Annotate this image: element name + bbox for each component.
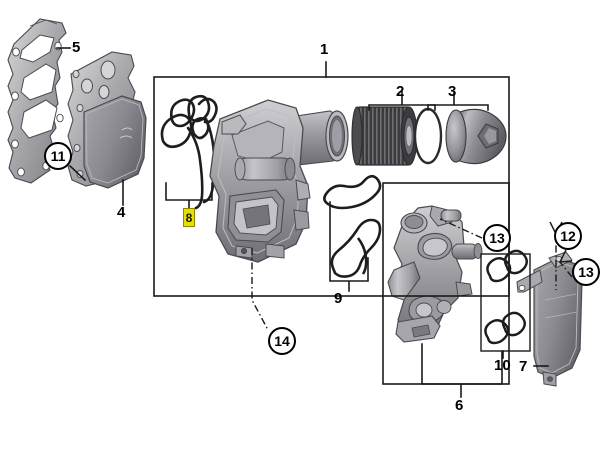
callout-8-profile-gasket[interactable]: 8: [183, 208, 195, 227]
part-seal-9-lower: [330, 218, 382, 278]
part-filter-cap-3: [445, 108, 507, 165]
callout-1-oil-filter-housing-assembly[interactable]: 1: [320, 41, 329, 58]
bracket-6: [421, 343, 503, 398]
callout-9-seal-set[interactable]: 9: [334, 290, 343, 307]
part-profile-gasket-8: [160, 94, 218, 210]
part-gasket-10-lower: [484, 311, 526, 345]
callout-7-heat-exchanger[interactable]: 7: [519, 358, 528, 375]
callout-5-housing-gasket[interactable]: 5: [72, 39, 81, 56]
part-filter-housing-body: [209, 99, 349, 263]
callout-13-bolt-right[interactable]: 13: [572, 258, 600, 286]
bracket-8: [165, 182, 213, 209]
leader-14: [251, 248, 269, 331]
leader-13-right: [559, 261, 573, 278]
callout-2-filter-element[interactable]: 2: [396, 83, 405, 100]
group-box-10-gasket-pair: [480, 253, 531, 352]
part-thermostat-6: [387, 205, 483, 343]
callout-6-thermostat-assembly[interactable]: 6: [455, 397, 464, 414]
part-oil-cooler-housing-4: [67, 51, 147, 189]
part-filter-element-2: [351, 106, 418, 166]
callout-11-housing-screw[interactable]: 11: [44, 142, 72, 170]
callout-3-filter-cap-oring[interactable]: 3: [448, 83, 457, 100]
callout-13-bolt-upper[interactable]: 13: [483, 224, 511, 252]
callout-4-oil-cooler-housing[interactable]: 4: [117, 204, 126, 221]
leader-11: [68, 164, 87, 182]
callout-14-mounting-bolt[interactable]: 14: [268, 327, 296, 355]
leader-13-right-arrow: [558, 249, 573, 263]
group-box-6-thermostat: [382, 182, 510, 385]
bracket-9: [329, 201, 369, 292]
bracket-3: [427, 91, 489, 111]
leader-13-upper: [439, 218, 483, 239]
group-box-1-main: [153, 76, 510, 297]
callout-10-gasket-pair[interactable]: 10: [494, 357, 511, 374]
callout-12-fastener[interactable]: 12: [554, 222, 582, 250]
bracket-2: [368, 91, 436, 111]
